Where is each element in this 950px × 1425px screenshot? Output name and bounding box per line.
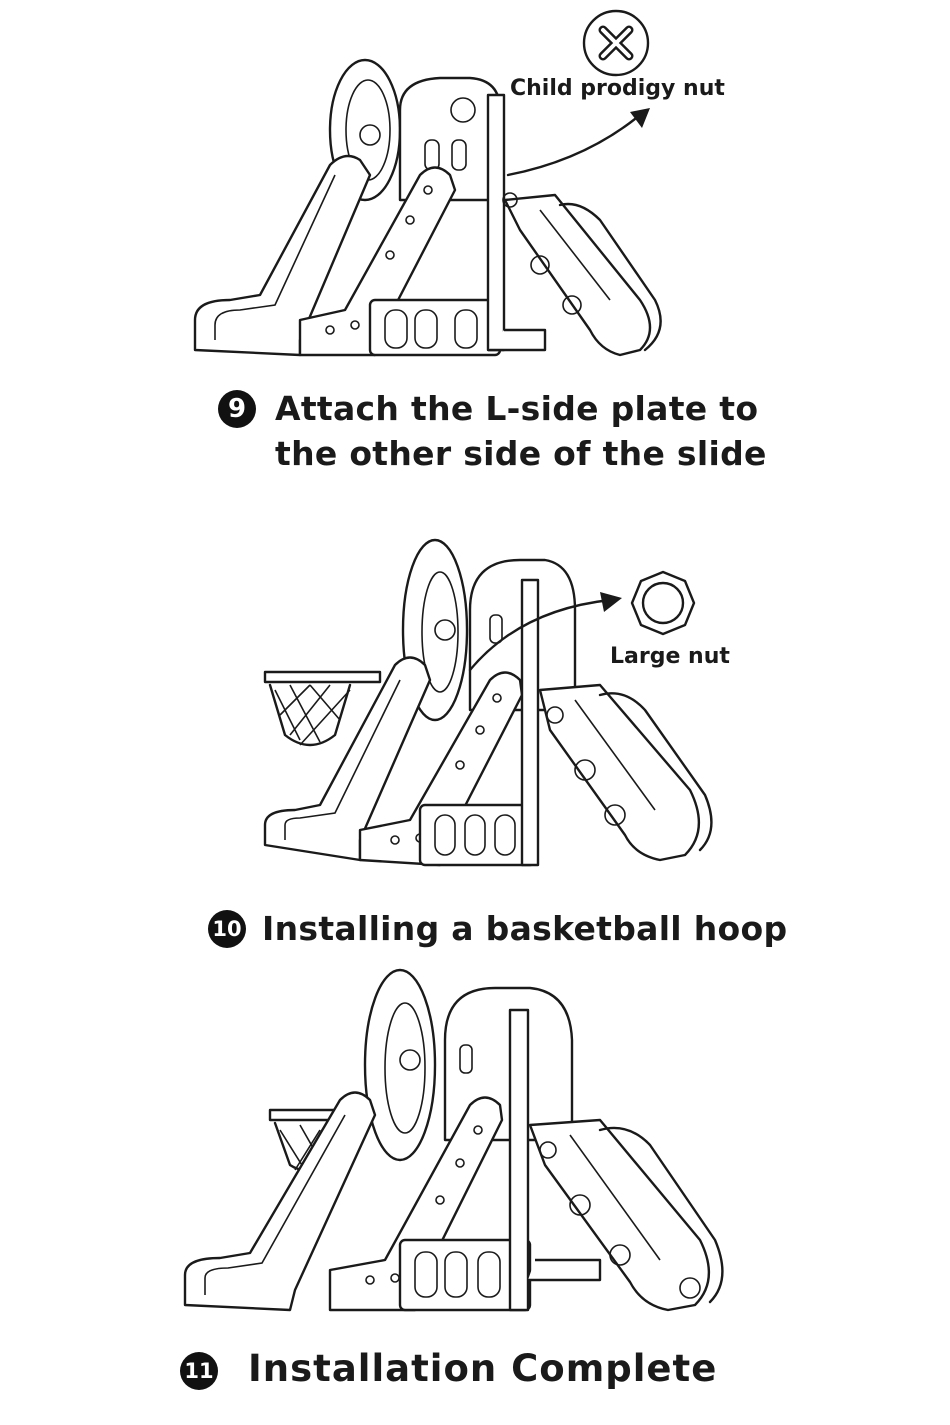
cross-nut-icon	[581, 8, 651, 78]
step-caption: Installing a basketball hoop	[262, 906, 787, 951]
step-number-badge: 11	[180, 1352, 218, 1390]
step-number-badge: 10	[208, 910, 246, 948]
step-10: Large nut 10 Installing a basketball hoo…	[0, 520, 950, 960]
step-caption: Installation Complete	[248, 1346, 717, 1391]
step-11: 11 Installation Complete	[0, 960, 950, 1425]
slide-assembly-step-9-illustration	[0, 0, 950, 380]
step-9: Child prodigy nut 9 Attach the L-side pl…	[0, 0, 950, 480]
step-caption-line-1: Attach the L-side plate to	[275, 386, 758, 431]
slide-assembly-complete-illustration	[0, 960, 950, 1320]
part-label-child-prodigy-nut: Child prodigy nut	[510, 76, 725, 101]
large-nut-icon	[628, 568, 698, 638]
step-caption-line-2: the other side of the slide	[275, 431, 767, 476]
slide-assembly-step-10-illustration	[0, 520, 950, 880]
part-label-large-nut: Large nut	[610, 644, 730, 669]
step-number-badge: 9	[218, 390, 256, 428]
